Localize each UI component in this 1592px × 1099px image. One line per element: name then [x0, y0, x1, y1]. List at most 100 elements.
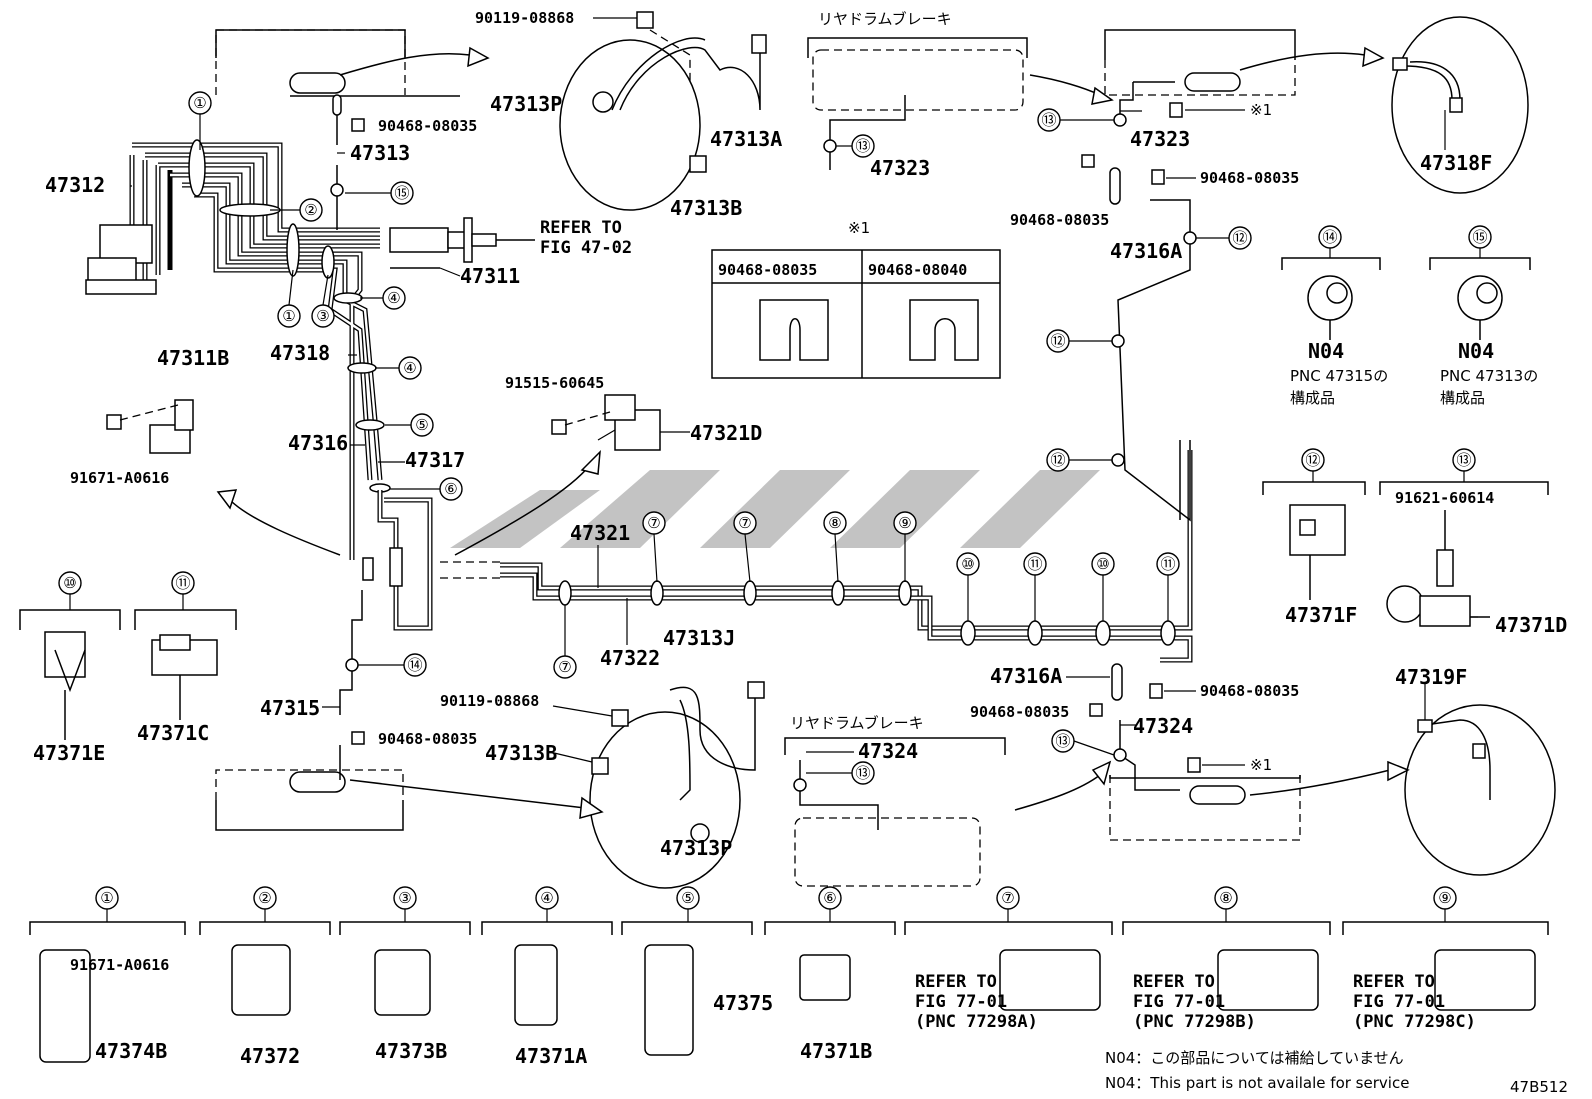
label-90119-bot: 90119-08868: [440, 692, 539, 710]
pipe-47315: [339, 590, 363, 715]
pipe-right-riser: [1109, 167, 1197, 701]
callout-14-legend: ⑭: [1322, 228, 1337, 246]
clip-47371F: [1262, 481, 1366, 600]
callout-7c: ⑦: [558, 658, 571, 676]
label-91515: 91515-60645: [505, 374, 604, 392]
table-header-right: 90468-08040: [868, 261, 967, 279]
label-refer-b2: FIG 77-01: [1133, 992, 1225, 1012]
label-rear-drum-top: リヤドラムブレーキ: [818, 10, 952, 28]
callout-10a: ⑩: [961, 555, 974, 573]
callout-2a: ②: [304, 201, 317, 219]
table-header-left: 90468-08035: [718, 261, 817, 279]
label-kome1-top: ※1: [1250, 101, 1272, 119]
label-47324-right: 47324: [1133, 714, 1193, 738]
label-47373B: 47373B: [375, 1039, 447, 1063]
front-drum-box-bottom: [215, 745, 604, 831]
label-47371E: 47371E: [33, 741, 105, 765]
label-47371D: 47371D: [1495, 613, 1567, 637]
callout-13d: ⑬: [1055, 732, 1070, 750]
callout-4-legend: ④: [540, 889, 553, 907]
part-labels: 90119-08868 47313P 47313A 47313B 90468-0…: [33, 9, 1568, 1096]
callout-circles: [58, 91, 1492, 910]
callout-8-legend: ⑧: [1219, 889, 1232, 907]
label-47374B: 47374B: [95, 1039, 167, 1063]
label-refer-c2: FIG 77-01: [1353, 992, 1445, 1012]
label-refer-a2: FIG 77-01: [915, 992, 1007, 1012]
label-90468-c: 90468-08035: [1200, 169, 1299, 187]
callout-1-legend: ①: [100, 889, 113, 907]
label-refer-47-line2: FIG 47-02: [540, 238, 632, 258]
callout-12-legend: ⑫: [1305, 451, 1320, 469]
label-47318F: 47318F: [1420, 151, 1492, 175]
callout-14a: ⑭: [407, 656, 422, 674]
clip-47311B: [106, 399, 194, 454]
grommet-15: [1429, 257, 1531, 340]
label-47312: 47312: [45, 173, 105, 197]
callout-12b: ⑫: [1050, 332, 1065, 350]
callout-10-legend: ⑩: [63, 574, 76, 592]
label-47317: 47317: [405, 448, 465, 472]
clip-table: [711, 249, 1001, 379]
label-47311: 47311: [460, 264, 520, 288]
callout-1a: ①: [193, 94, 206, 112]
label-90468-b: 90468-08035: [378, 730, 477, 748]
rear-right-box-top: [1029, 29, 1385, 127]
label-90468-a: 90468-08035: [378, 117, 477, 135]
label-47375: 47375: [713, 991, 773, 1015]
callout-10b: ⑩: [1096, 555, 1109, 573]
label-47323-right: 47323: [1130, 127, 1190, 151]
callout-13c: ⑬: [855, 764, 870, 782]
label-47315: 47315: [260, 696, 320, 720]
callout-12c: ⑫: [1050, 451, 1065, 469]
label-47313P-bot: 47313P: [660, 836, 732, 860]
callout-6-legend: ⑥: [823, 889, 836, 907]
label-kousei-b: 構成品: [1440, 389, 1485, 407]
label-refer-c3: (PNC 77298C): [1353, 1012, 1476, 1032]
rear-right-box-bottom: [1014, 720, 1410, 841]
leader-lines: [69, 17, 1481, 922]
label-47371A: 47371A: [515, 1044, 587, 1068]
label-47316A-top: 47316A: [1110, 239, 1182, 263]
callout-4b: ④: [403, 359, 416, 377]
label-91671-mid: 91671-A0616: [70, 469, 169, 487]
front-hose-top: [559, 11, 767, 211]
label-47313J: 47313J: [663, 626, 735, 650]
label-refer-a1: REFER TO: [915, 972, 997, 992]
label-refer-a3: (PNC 77298A): [915, 1012, 1038, 1032]
callout-5a: ⑤: [415, 416, 428, 434]
flow-arrows-middle: [216, 450, 601, 556]
watermark-logo: [450, 470, 1100, 548]
note-japanese: N04：この部品については補給していません: [1105, 1049, 1404, 1067]
label-47323-mid: 47323: [870, 156, 930, 180]
bottom-clamp-shapes: [39, 944, 1536, 1063]
clamp-marks-left: [188, 139, 391, 493]
label-n04-a: N04: [1308, 339, 1344, 363]
callout-7-legend: ⑦: [1001, 889, 1014, 907]
label-pnc47313: PNC 47313の: [1440, 367, 1538, 385]
callout-11a: ⑪: [1027, 555, 1042, 573]
callout-13a: ⑬: [1041, 111, 1056, 129]
label-47313B-bot: 47313B: [485, 741, 557, 765]
callout-9-legend: ⑨: [1438, 889, 1451, 907]
label-47313P-top: 47313P: [490, 92, 562, 116]
callout-11-legend: ⑪: [175, 574, 190, 592]
callout-8a: ⑧: [828, 514, 841, 532]
callout-13-legend: ⑬: [1456, 451, 1471, 469]
label-90468-d: 90468-08035: [1010, 211, 1109, 229]
rear-drum-box-lower: [784, 737, 1006, 887]
figure-code: 47B512: [1510, 1078, 1568, 1096]
pipes-47321-47322: [440, 450, 1193, 663]
junction-47321D: [551, 394, 661, 451]
label-90468-f: 90468-08035: [970, 703, 1069, 721]
label-47324-mid: 47324: [858, 739, 918, 763]
note-english: N04：This part is not availale for servic…: [1105, 1074, 1409, 1092]
label-refer-b3: (PNC 77298B): [1133, 1012, 1256, 1032]
label-pnc47315: PNC 47315の: [1290, 367, 1388, 385]
callout-2-legend: ②: [258, 889, 271, 907]
callout-9a: ⑨: [898, 514, 911, 532]
pipe-47313: [330, 94, 344, 230]
pipe-bundle-47312: [85, 142, 383, 560]
callout-5-legend: ⑤: [681, 889, 694, 907]
label-kome1-bot: ※1: [1250, 756, 1272, 774]
label-91671-bot: 91671-A0616: [70, 956, 169, 974]
